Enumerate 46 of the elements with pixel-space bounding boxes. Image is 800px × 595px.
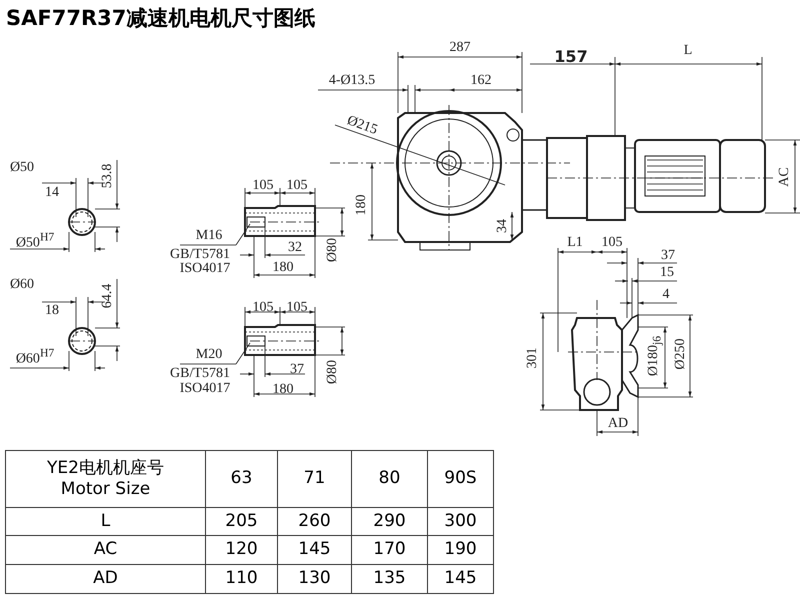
dimension-label: 14 (45, 186, 59, 200)
dimension-label: 105 (252, 179, 274, 193)
dimension-label: Ø80 (326, 360, 340, 384)
dimension-label: Ø50 (10, 161, 34, 175)
dimension-label: L (684, 44, 692, 58)
dimension-label: 37 (661, 249, 675, 263)
dimension-label: 157 (554, 49, 588, 65)
dimension-label: AD (608, 417, 628, 431)
dimension-label: M20 (196, 348, 222, 362)
dimension-label: 162 (470, 74, 492, 88)
dimension-label: 4-Ø13.5 (328, 74, 376, 88)
dimension-label: GB/T5781 (170, 248, 230, 262)
dimension-label: 301 (526, 348, 540, 368)
dimension-label: 15 (660, 266, 674, 280)
table-cell: 90S (427, 450, 494, 508)
dimension-label: Ø60 (10, 278, 34, 292)
dimension-label: 53.8 (101, 164, 115, 188)
dimension-label: 18 (45, 304, 59, 318)
dimension-label: 64.4 (101, 284, 115, 308)
dimension-label: Ø80 (326, 238, 340, 262)
dimension-label: L1 (567, 236, 583, 250)
dimension-label: M16 (196, 229, 222, 243)
dimension-label: 105 (252, 301, 274, 315)
dimension-label: Ø215 (344, 114, 380, 138)
dimension-label: 37 (290, 363, 304, 377)
dimension-label: 180 (272, 383, 294, 397)
dimension-label: 180 (355, 194, 369, 216)
dimension-label: 34 (496, 219, 510, 233)
dimension-label: 105 (286, 301, 308, 315)
table-cell: YE2电机机座号 Motor Size (5, 450, 206, 508)
table-cell: 145 (427, 564, 494, 594)
dimension-label: Ø250 (674, 338, 688, 370)
dimension-label: 180 (272, 261, 294, 275)
dimension-label: Ø50$^{H7}$ (16, 232, 54, 250)
dimension-label: 4 (662, 288, 670, 302)
dimension-label: ISO4017 (180, 382, 230, 396)
dimension-label: GB/T5781 (170, 367, 230, 381)
dimension-label: 287 (450, 41, 470, 55)
dimension-label: 105 (602, 236, 622, 250)
dimension-label: AC (778, 167, 792, 187)
dimension-label: Ø60$^{H7}$ (16, 348, 54, 366)
title: SAF77R37减速机电机尺寸图纸 (6, 5, 316, 32)
dimension-label: 32 (288, 241, 302, 255)
dimension-label: 105 (286, 179, 308, 193)
dimension-label: ISO4017 (180, 262, 230, 276)
table-cell: AD (5, 564, 206, 594)
